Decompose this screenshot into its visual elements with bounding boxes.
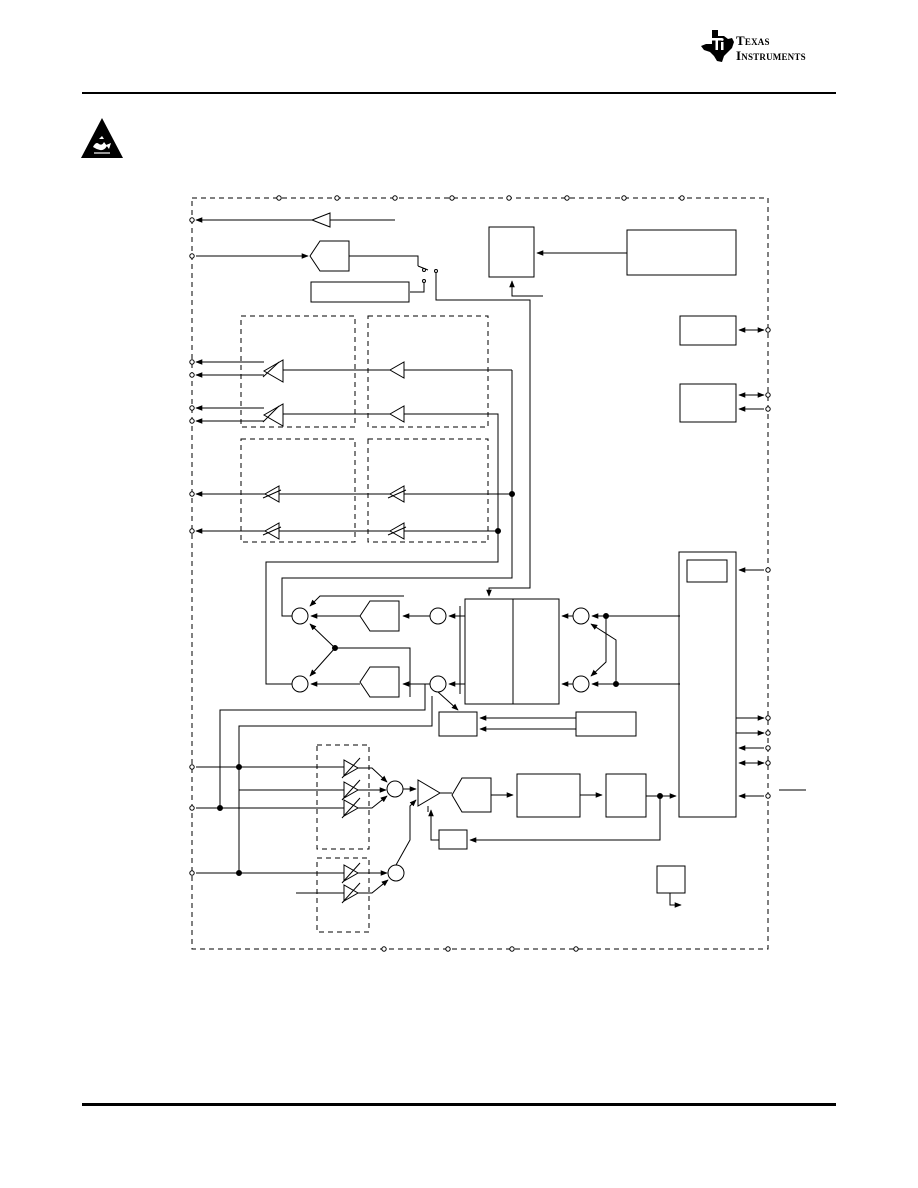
header-rule [82,92,836,94]
right-pins [765,715,771,799]
region-q2 [367,315,489,428]
pin-right-2b [765,406,771,412]
sum-node-7 [386,780,404,798]
wire-reference-out [669,893,682,908]
bus-v1 [281,370,513,617]
wire-adc-top-out [349,255,419,266]
region-q4 [367,438,489,543]
block-right-1 [679,315,737,346]
wire-12 [590,616,607,677]
mux-group-1 [316,744,370,850]
block-ctrl-a [438,711,478,737]
wire-switch-to-reg [410,283,425,293]
pin-si-1 [765,567,771,573]
junction-2 [495,528,501,534]
wire-mux-5 [358,879,389,894]
driver-row-2 [195,403,488,427]
wire-gain-ctrl-pga [428,809,439,841]
junction-3 [332,645,338,651]
agc-block [605,773,647,818]
wire-mux-3 [358,795,388,809]
switch-node-2 [434,269,438,273]
sum-node-6 [572,675,590,693]
sum-node-3 [429,607,447,625]
top-pins [276,195,685,201]
device-boundary [191,197,769,950]
texas-state-outline-ti-icon [701,30,734,62]
output-buffer-top [310,212,331,228]
junction-7 [217,805,223,811]
reference-block [656,865,686,894]
sum-node-2 [291,675,309,693]
ti-logo: Texas Instruments [698,28,838,64]
adc-top [309,240,350,272]
wire-pll-in [509,280,543,297]
pin-right-1 [765,327,771,333]
wire-mix-3 [309,647,336,677]
block-ctrl-b [575,711,637,737]
junction-4 [603,613,609,619]
wire-7 [437,606,460,710]
sum-node-4 [429,675,447,693]
sum-node-1 [291,607,309,625]
wire-13 [590,623,617,684]
wire-in-loop-2 [238,696,433,873]
gain-control-block [438,829,468,850]
wire-mux-1 [358,767,388,783]
pin-right-2a [765,392,771,398]
wire-mix-4 [335,647,411,697]
dsp-block [464,598,560,705]
bus-v2 [265,413,499,685]
block-right-2 [679,383,737,423]
region-q1 [240,315,356,428]
esd-caution-triangle-icon [81,118,123,158]
wire-sum8-up [395,799,417,866]
region-q3 [240,438,356,543]
junction-8 [236,870,242,876]
block-pll [488,226,535,278]
wire-mix-2 [309,623,336,649]
sum-node-8 [387,864,405,882]
sum-node-5 [572,607,590,625]
wire-switch-down [435,273,531,597]
dac-2 [359,666,400,698]
input-gain-stages [341,757,361,904]
serial-sub-block [686,559,728,583]
register-top [310,281,410,303]
footer-rule [82,1103,836,1106]
junction-5 [613,681,619,687]
junction-1 [509,491,515,497]
switch-top [417,265,429,271]
logo-word-1: Texas [736,33,770,48]
adc-main [451,777,492,813]
wire-mix-1 [309,595,404,607]
switch-node-1 [422,268,426,272]
decimation-filter [516,773,581,818]
switch-node-3 [422,279,426,283]
junction-6 [236,764,242,770]
driver-row-3 [196,485,512,503]
driver-row-4 [196,522,498,540]
block-oscillator [626,229,737,276]
dac-1 [359,600,400,632]
wire-in-loop-1 [219,684,426,808]
wire-agc-feedback [469,796,661,843]
driver-row-1 [195,359,512,383]
pga-amp [417,779,441,807]
logo-word-2: Instruments [736,48,806,63]
mux-group-2 [316,857,370,933]
bottom-pins [381,946,579,952]
serial-interface-block [678,551,737,818]
